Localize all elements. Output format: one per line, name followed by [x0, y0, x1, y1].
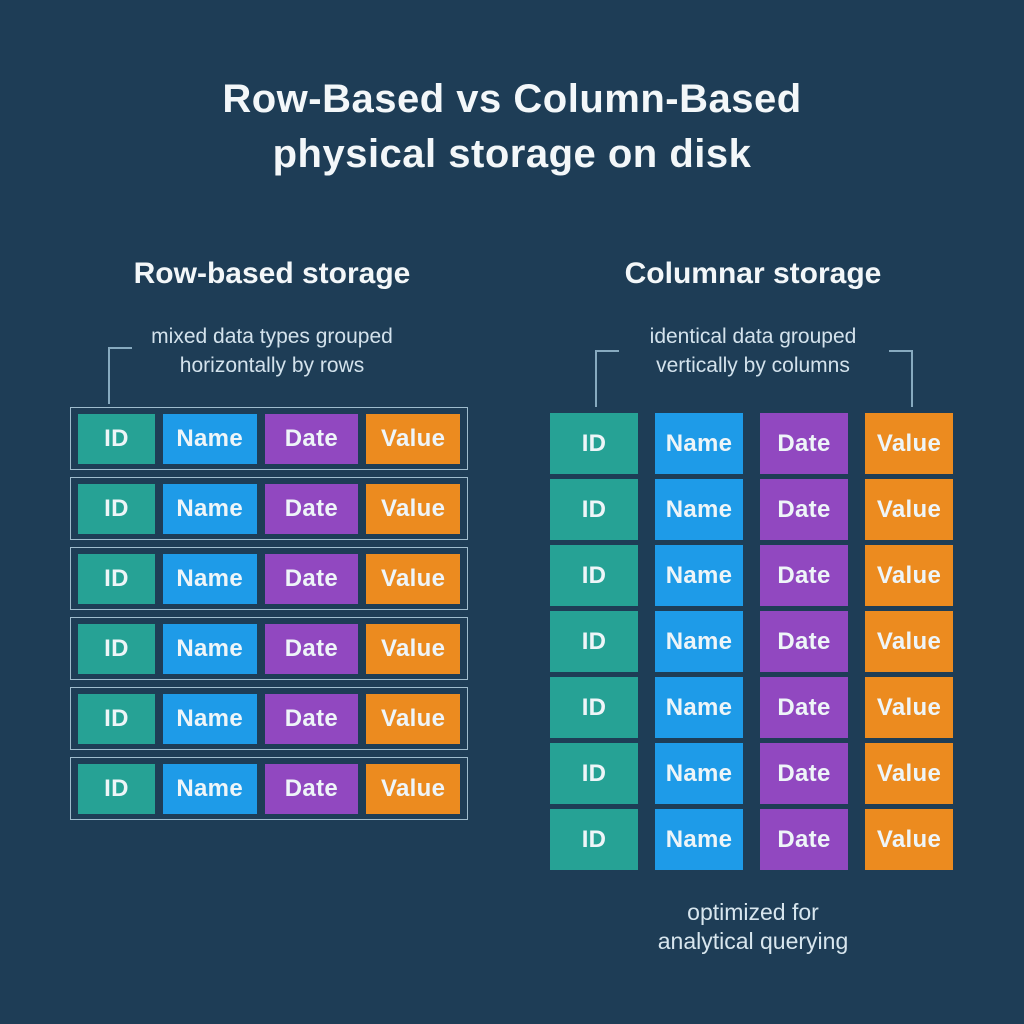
column-cell-date: Date: [760, 743, 848, 804]
column-cell-id: ID: [550, 809, 638, 870]
row-cell-name: Name: [162, 763, 257, 814]
columnar-caption-line2: analytical querying: [657, 928, 849, 954]
column-cell-value: Value: [865, 809, 953, 870]
page-title-line2: physical storage on disk: [272, 132, 752, 176]
row-cell-value: Value: [366, 763, 460, 814]
column-cell-value: Value: [865, 743, 953, 804]
row-cell-name: Name: [162, 553, 257, 604]
columnar-caption: optimized for analytical querying: [522, 898, 984, 956]
column-cell-name: Name: [655, 611, 743, 672]
row-cell-date: Date: [264, 763, 359, 814]
row-cell-id: ID: [78, 553, 155, 604]
column-cell-name: Name: [655, 413, 743, 474]
row-cell-id: ID: [78, 763, 155, 814]
row-cell-name: Name: [162, 483, 257, 534]
row-cell-value: Value: [366, 693, 460, 744]
columnar-storage-heading: Columnar storage: [624, 257, 882, 290]
row-annotation-line2: horizontally by rows: [179, 354, 365, 377]
column-cell-date: Date: [760, 809, 848, 870]
column-cell-date: Date: [760, 413, 848, 474]
column-cell-value: Value: [865, 413, 953, 474]
column-cell-name: Name: [655, 809, 743, 870]
page-title-line1: Row-Based vs Column-Based: [222, 77, 802, 121]
column-cell-date: Date: [760, 611, 848, 672]
row-bracket-line: [108, 347, 132, 404]
row-annotation-line1: mixed data types grouped: [151, 325, 393, 348]
column-cell-id: ID: [550, 479, 638, 540]
column-cell-date: Date: [760, 545, 848, 606]
column-cell-name: Name: [655, 743, 743, 804]
row-cell-id: ID: [78, 483, 155, 534]
row-cell-value: Value: [366, 413, 460, 464]
column-annotation-line2: vertically by columns: [656, 354, 850, 377]
column-cell-date: Date: [760, 479, 848, 540]
column-cell-value: Value: [865, 545, 953, 606]
column-cell-id: ID: [550, 413, 638, 474]
column-cell-value: Value: [865, 479, 953, 540]
column-cell-value: Value: [865, 611, 953, 672]
columnar-caption-line1: optimized for: [687, 899, 819, 925]
row-cell-name: Name: [162, 623, 257, 674]
column-annotation-line1: identical data grouped: [649, 325, 857, 348]
column-bracket-right-line: [889, 350, 913, 407]
row-cell-value: Value: [366, 553, 460, 604]
column-cell-id: ID: [550, 743, 638, 804]
row-cell-id: ID: [78, 413, 155, 464]
column-cell-id: ID: [550, 611, 638, 672]
row-cell-date: Date: [264, 483, 359, 534]
row-cell-date: Date: [264, 413, 359, 464]
column-cell-date: Date: [760, 677, 848, 738]
row-cell-id: ID: [78, 623, 155, 674]
row-cell-id: ID: [78, 693, 155, 744]
column-cell-id: ID: [550, 545, 638, 606]
column-cell-name: Name: [655, 677, 743, 738]
column-cell-value: Value: [865, 677, 953, 738]
row-cell-date: Date: [264, 693, 359, 744]
row-storage-heading: Row-based storage: [133, 257, 411, 290]
page-title: Row-Based vs Column-Based physical stora…: [0, 72, 1024, 182]
row-storage-annotation: mixed data types grouped horizontally by…: [42, 322, 502, 380]
column-cell-id: ID: [550, 677, 638, 738]
column-bracket-left-line: [595, 350, 619, 407]
row-cell-date: Date: [264, 553, 359, 604]
row-cell-date: Date: [264, 623, 359, 674]
row-cell-name: Name: [162, 413, 257, 464]
column-cell-name: Name: [655, 479, 743, 540]
columnar-storage-annotation: identical data grouped vertically by col…: [522, 322, 984, 380]
row-cell-value: Value: [366, 623, 460, 674]
row-cell-value: Value: [366, 483, 460, 534]
column-cell-name: Name: [655, 545, 743, 606]
row-cell-name: Name: [162, 693, 257, 744]
